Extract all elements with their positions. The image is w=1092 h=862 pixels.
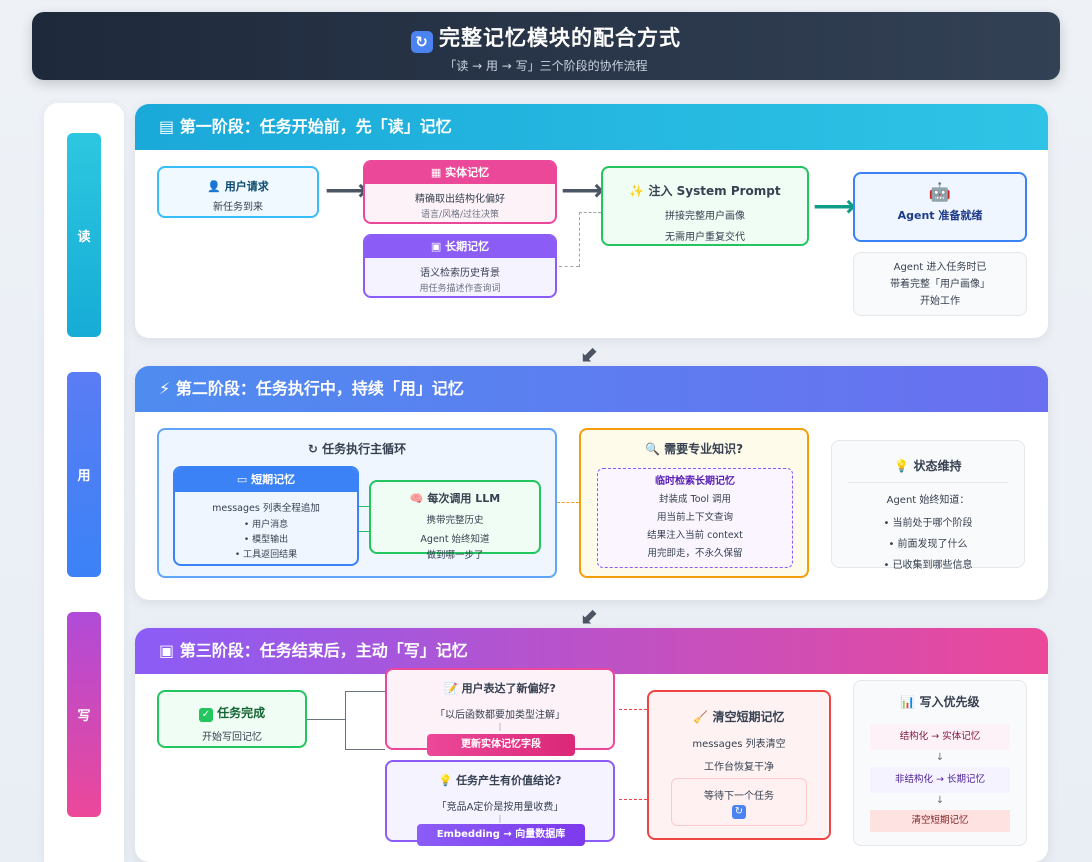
- check-icon: ✓: [198, 708, 213, 722]
- lightbulb-icon: 💡: [894, 459, 914, 473]
- stage-write: ▣ 第三阶段：任务结束后，主动「写」记忆 ✓ 任务完成 开始写回记忆 📝 用户表…: [135, 628, 1048, 862]
- robot-icon: 🤖: [928, 182, 952, 203]
- stage-use: ⚡ 第二阶段：任务执行中，持续「用」记忆 ↻ 任务执行主循环 ▭ 短期记忆 me…: [135, 366, 1048, 600]
- task-done-node: ✓ 任务完成 开始写回记忆: [157, 690, 307, 748]
- stage-use-header: ⚡ 第二阶段：任务执行中，持续「用」记忆: [135, 366, 1048, 412]
- state-maintain-node: 💡 状态维持 Agent 始终知道： • 当前处于哪个阶段 • 前面发现了什么 …: [831, 440, 1025, 571]
- entity-memory-node: ▦ 实体记忆 精确取出结构化偏好 语言/风格/过往决策: [363, 160, 557, 224]
- update-entity-field-action: 更新实体记忆字段: [427, 734, 575, 756]
- inject-system-prompt-node: ✨ 注入 System Prompt 拼接完整用户画像 无需用户重复交代: [601, 166, 809, 246]
- cabinet-icon: ▣: [430, 240, 446, 253]
- agent-note: Agent 进入任务时已 带着完整「用户画像」 开始工作: [853, 252, 1027, 316]
- bar-chart-icon: 📊: [900, 695, 920, 709]
- wait-next-task: 等待下一个任务 ↻: [671, 778, 807, 826]
- phase-use-bar: 用: [67, 372, 101, 577]
- refresh-icon: ↻: [307, 442, 323, 456]
- lightning-icon: ⚡: [159, 379, 176, 398]
- stage-read: ▤ 第一阶段：任务开始前，先「读」记忆 👤 用户请求 新任务到来 ⟶ ▦ 实体记…: [135, 104, 1048, 338]
- user-icon: 👤: [207, 180, 225, 193]
- down-arrow-icon: ⬋: [580, 604, 600, 629]
- sparkles-icon: ✨: [629, 184, 649, 198]
- arrow-icon: ⟶: [561, 173, 605, 208]
- stage-read-header: ▤ 第一阶段：任务开始前，先「读」记忆: [135, 104, 1048, 150]
- temp-long-memory-node: 临时检索长期记忆 封装成 Tool 调用 用当前上下文查询 结果注入当前 con…: [597, 468, 793, 568]
- arrow-icon: ⟶: [325, 173, 369, 208]
- new-preference-node: 📝 用户表达了新偏好? 「以后函数都要加类型注解」 | 更新实体记忆字段: [385, 668, 615, 756]
- page-subtitle: 「读 → 用 → 写」三个阶段的协作流程: [444, 59, 648, 73]
- clear-short-memory-node: 🧹 清空短期记忆 messages 列表清空 工作台恢复干净 等待下一个任务 ↻: [647, 690, 831, 840]
- refresh-icon: ↻: [732, 805, 746, 819]
- agent-ready-node: 🤖 Agent 准备就绪: [853, 172, 1027, 242]
- clipboard-icon: ▦: [430, 166, 446, 179]
- priority-item: 清空短期记忆: [870, 810, 1010, 832]
- priority-item: 结构化 → 实体记忆: [870, 724, 1010, 750]
- book-icon: ▤: [159, 117, 180, 136]
- refresh-icon: ↻: [411, 31, 433, 53]
- stage-write-header: ▣ 第三阶段：任务结束后，主动「写」记忆: [135, 628, 1048, 674]
- embedding-vector-action: Embedding → 向量数据库: [417, 824, 585, 846]
- page-header: ↻完整记忆模块的配合方式 「读 → 用 → 写」三个阶段的协作流程: [32, 12, 1060, 80]
- memo-icon: 📝: [444, 682, 462, 695]
- monitor-icon: ▭: [236, 473, 252, 486]
- llm-call-node: 🧠 每次调用 LLM 携带完整历史 Agent 始终知道 做到哪一步了: [369, 480, 541, 561]
- arrow-icon: ⟶: [813, 189, 857, 224]
- brain-icon: 🧠: [409, 492, 428, 505]
- phase-write-bar: 写: [67, 612, 101, 817]
- expert-knowledge-group: 🔍 需要专业知识? 临时检索长期记忆 封装成 Tool 调用 用当前上下文查询 …: [579, 428, 809, 578]
- valuable-conclusion-node: 💡 任务产生有价值结论? 「竞品A定价是按用量收费」 | Embedding →…: [385, 760, 615, 846]
- lightbulb-icon: 💡: [438, 774, 457, 787]
- priority-item: 非结构化 → 长期记忆: [870, 767, 1010, 793]
- page-title: ↻完整记忆模块的配合方式: [32, 22, 1060, 53]
- broom-icon: 🧹: [693, 710, 713, 724]
- down-arrow-icon: ⬋: [580, 342, 600, 367]
- phase-read-bar: 读: [67, 133, 101, 337]
- long-memory-node: ▣ 长期记忆 语义检索历史背景 用任务描述作查询词: [363, 234, 557, 298]
- user-request-node: 👤 用户请求 新任务到来: [157, 166, 319, 218]
- write-priority-node: 📊 写入优先级 结构化 → 实体记忆 ↓ 非结构化 → 长期记忆 ↓ 清空短期记…: [853, 680, 1027, 846]
- floppy-icon: ▣: [159, 641, 180, 660]
- search-icon: 🔍: [644, 442, 665, 456]
- short-memory-node: ▭ 短期记忆 messages 列表全程追加 • 用户消息 • 模型输出 • 工…: [173, 466, 359, 566]
